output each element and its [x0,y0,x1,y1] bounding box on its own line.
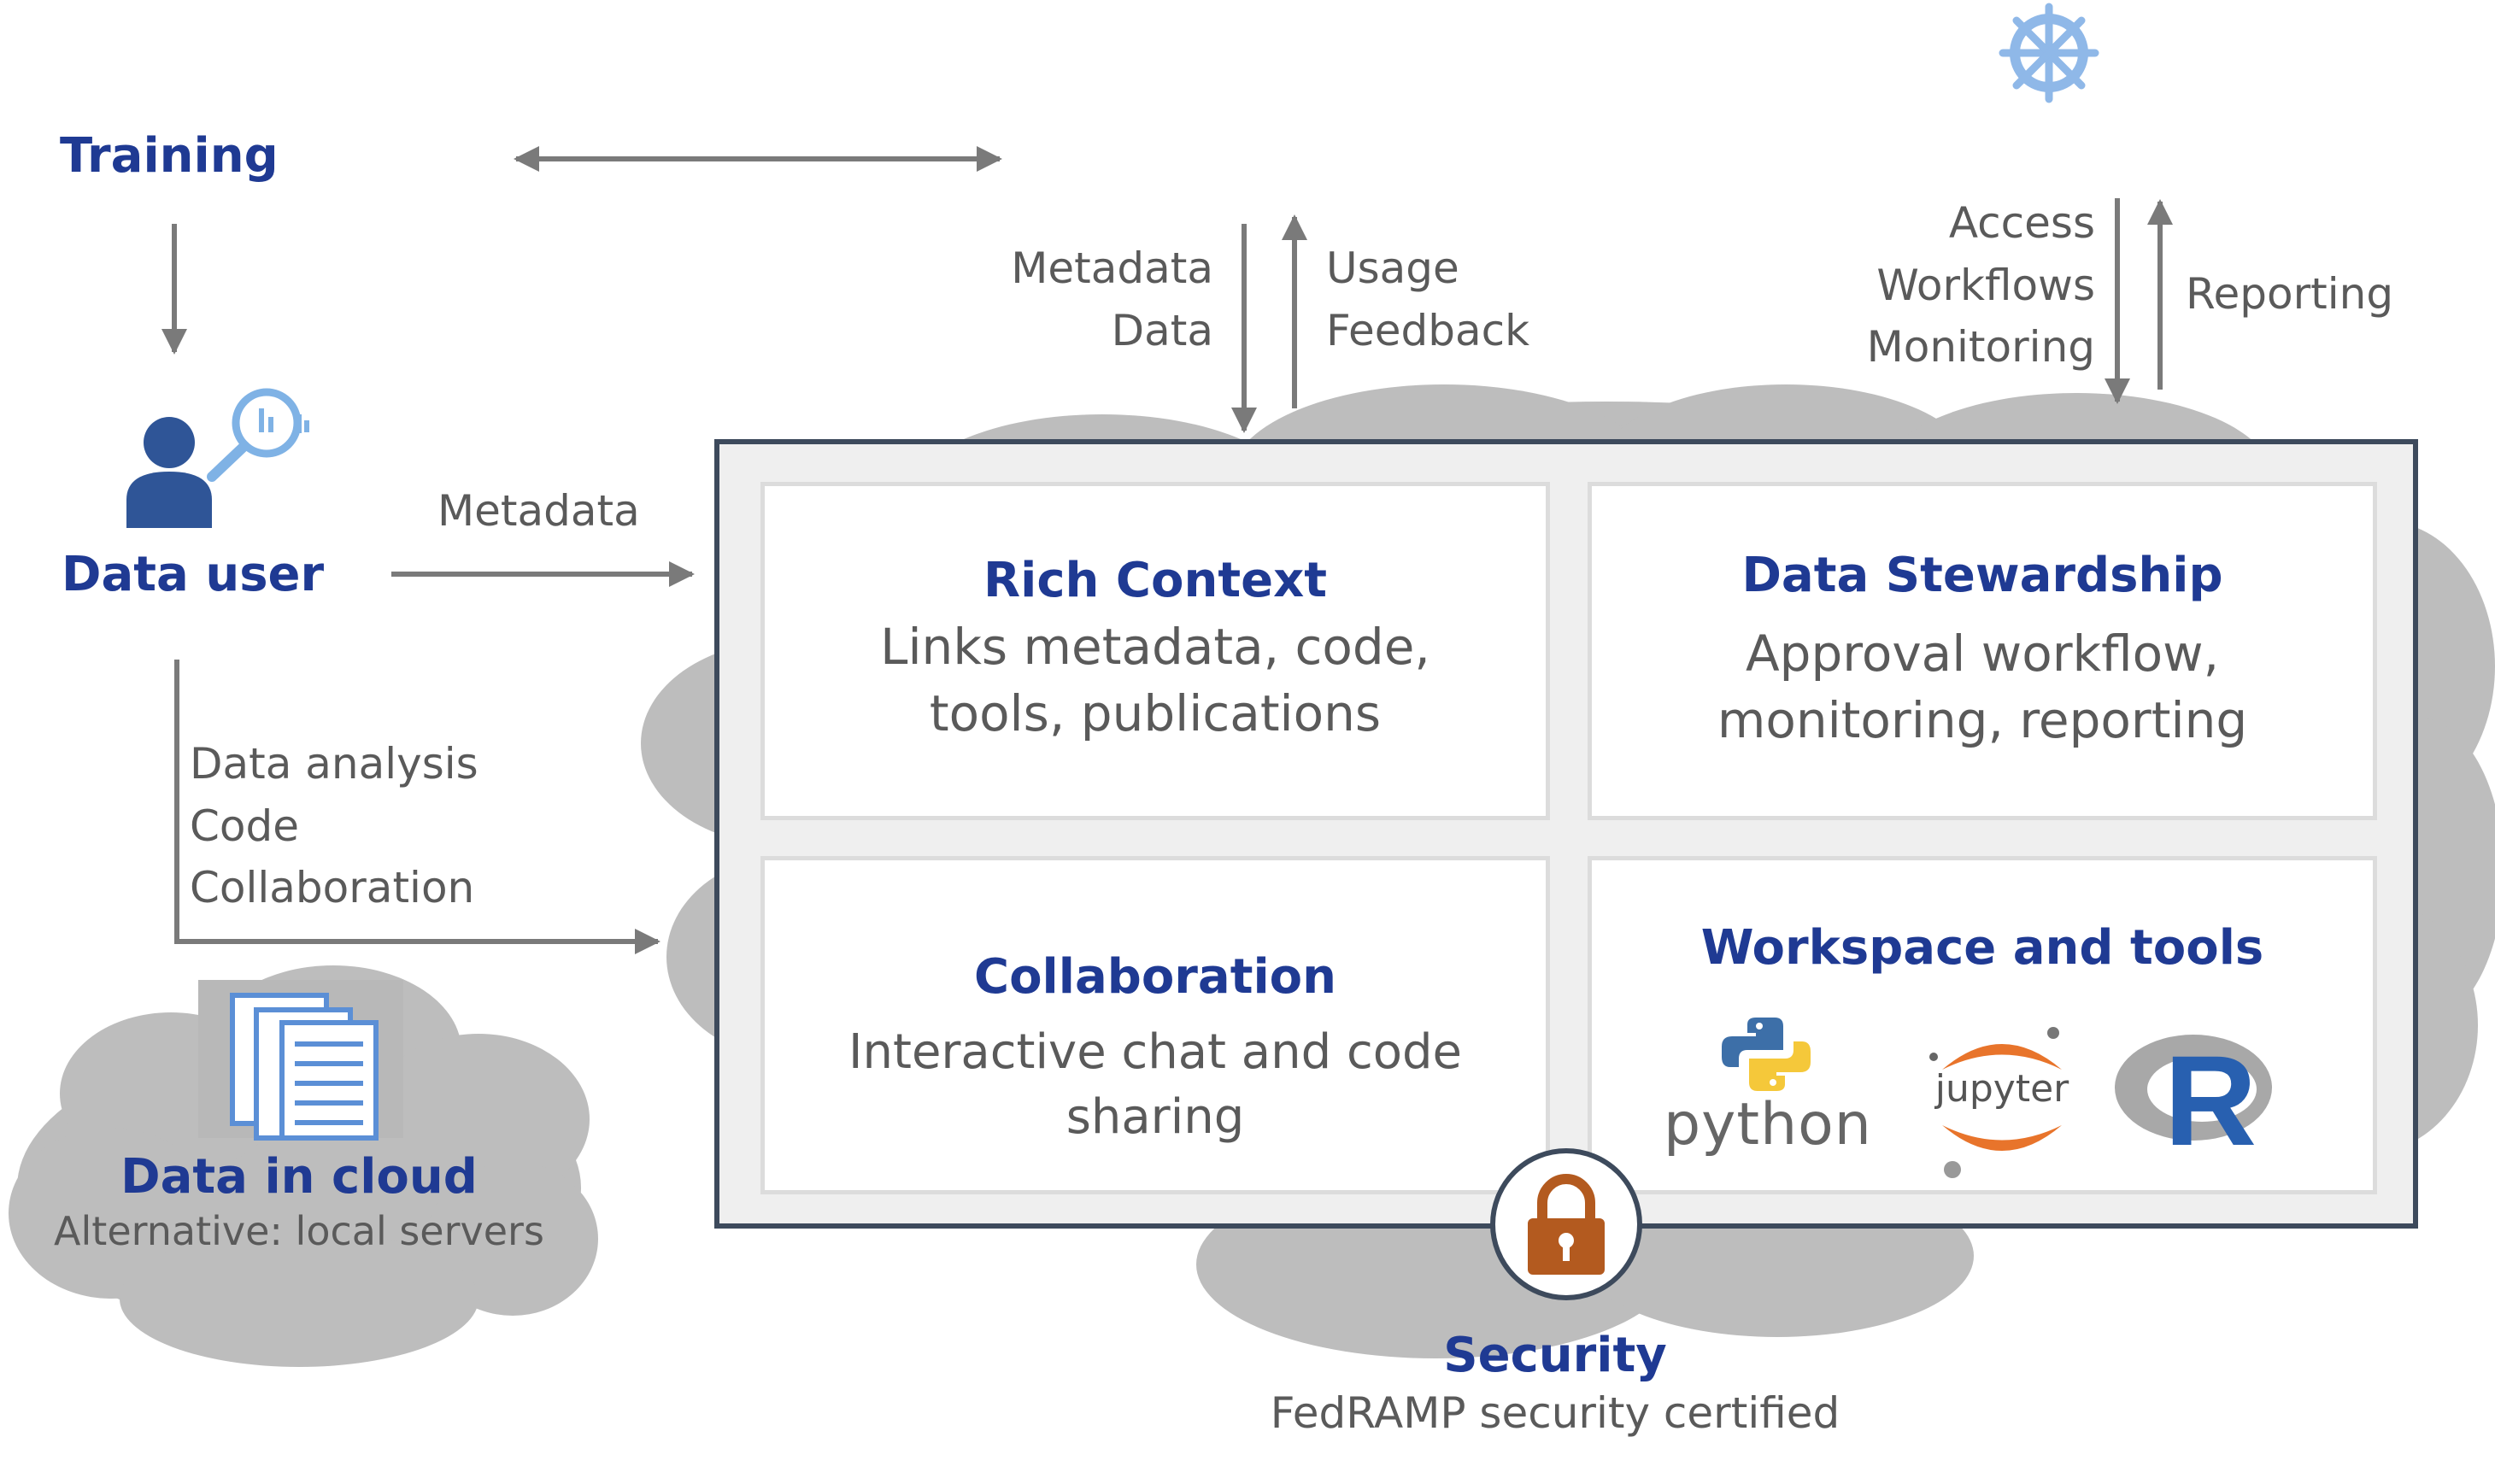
top-up-labels: Usage Feedback [1326,238,1529,361]
top-down-labels: Metadata Data [966,238,1213,361]
user-flow-line: Data analysis [190,739,478,789]
platform-frame: Rich Context Links metadata, code, tools… [714,439,2418,1229]
top-down-label: Metadata [1011,243,1213,293]
r-ring-icon [2115,1035,2272,1141]
security-subtitle: FedRAMP security certified [1270,1388,1840,1438]
panel-description: Links metadata, code, tools, publication… [880,618,1430,743]
panel-title: Data Stewardship [1741,548,2223,603]
panel-title: Rich Context [983,553,1327,608]
user-flow-line: Collaboration [190,863,475,912]
panel-rich-context: Rich Context Links metadata, code, tools… [760,482,1550,820]
admin-down-label: Access [1948,198,2095,248]
top-down-label: Data [1111,305,1213,355]
user-flow-labels: Data analysis Code Collaboration [190,733,478,919]
panel-description: Approval workflow, monitoring, reporting [1717,625,2248,750]
arrows [161,146,2173,954]
python-snake-icon [1722,1018,1811,1091]
top-up-label: Usage [1326,243,1459,293]
panel-collaboration: Collaboration Interactive chat and code … [760,856,1550,1194]
top-up-label: Feedback [1326,305,1530,355]
panel-title: Collaboration [973,949,1337,1005]
reporting-label: Reporting [2186,269,2394,319]
panel-title: Workspace and tools [1700,920,2264,976]
panel-data-stewardship: Data Stewardship Approval workflow, moni… [1588,482,2377,820]
admin-down-label: Monitoring [1866,322,2095,372]
panel-workspace-tools: Workspace and tools python [1588,856,2377,1194]
data-cloud-subtitle: Alternative: local servers [54,1208,544,1254]
security-label: Security FedRAMP security certified [1222,1328,1888,1438]
panel-description: Interactive chat and code sharing [848,1024,1463,1145]
data-cloud-title: Data in cloud [120,1149,478,1205]
python-wordmark: python [1664,1091,1872,1158]
document-icon [198,980,403,1141]
user-flow-line: Code [190,801,300,851]
python-logo: python [1664,1016,1872,1161]
jupyter-wordmark: jupyter [1934,1067,2069,1111]
admin-down-labels: Access Workflows Monitoring [1820,192,2095,378]
data-user-title: Data user [62,547,325,602]
admin-down-label: Workflows [1876,260,2095,310]
data-user-icon [126,388,309,528]
lock-icon [1528,1174,1605,1275]
user-analysis-arrow [174,660,660,954]
metadata-arrow-label: Metadata [437,486,640,536]
jupyter-orbit-icon [1929,1027,2062,1178]
training-title: Training [60,128,279,184]
security-title: Security [1443,1328,1667,1383]
data-cloud-label: Data in cloud Alternative: local servers [34,1149,564,1254]
r-logo: R [2108,1028,2279,1164]
jupyter-logo: jupyter [1917,1023,2087,1185]
r-letter: R [2163,1029,2257,1172]
helm-icon [1999,3,2099,103]
lock-badge [1490,1148,1642,1300]
